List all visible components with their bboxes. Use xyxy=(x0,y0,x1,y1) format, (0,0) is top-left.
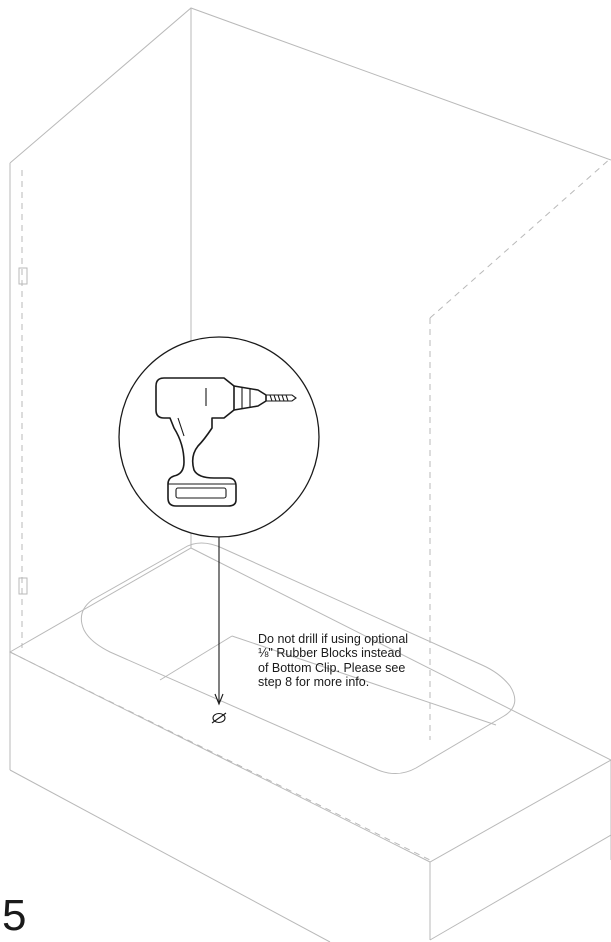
tub-top-rim xyxy=(8,547,611,863)
glass-panel-top-dashed xyxy=(429,157,611,319)
wall-top-edge xyxy=(9,7,611,164)
drill-mark-icon xyxy=(211,712,227,724)
tub-front-bottom-edge xyxy=(9,769,331,942)
drill-icon xyxy=(155,377,297,507)
bathtub xyxy=(8,542,611,942)
note-line-4: step 8 for more info. xyxy=(258,674,370,689)
drill-callout xyxy=(118,336,320,538)
note-line-3: of Bottom Clip. Please see xyxy=(258,660,406,675)
hinges xyxy=(18,267,28,595)
hinge-upper xyxy=(18,267,28,285)
note-line-1: Do not drill if using optional xyxy=(258,632,409,646)
note-line-2: ⅛" Rubber Blocks instead xyxy=(258,646,402,661)
drill-chuck xyxy=(233,385,267,411)
hinge-lower xyxy=(18,577,28,595)
drill-battery-slot xyxy=(175,487,227,499)
leader-arrowhead xyxy=(214,693,224,706)
drill-body xyxy=(155,377,237,507)
callout-circle xyxy=(118,336,320,538)
step-number: 5 xyxy=(2,891,27,940)
drill-trigger xyxy=(177,417,185,437)
tub-basin-floor-right xyxy=(231,635,497,726)
enclosure-walls xyxy=(9,7,611,740)
drill-bit xyxy=(266,394,297,402)
tub-basin-outline xyxy=(80,542,516,774)
tub-basin-floor-left xyxy=(159,635,233,681)
glass-bottom-line-dashed xyxy=(9,651,431,861)
drilling-note: Do not drill if using optional ⅛" Rubber… xyxy=(258,632,438,689)
leader-arrow xyxy=(214,537,224,706)
tub-side-bottom-edge xyxy=(429,834,611,941)
